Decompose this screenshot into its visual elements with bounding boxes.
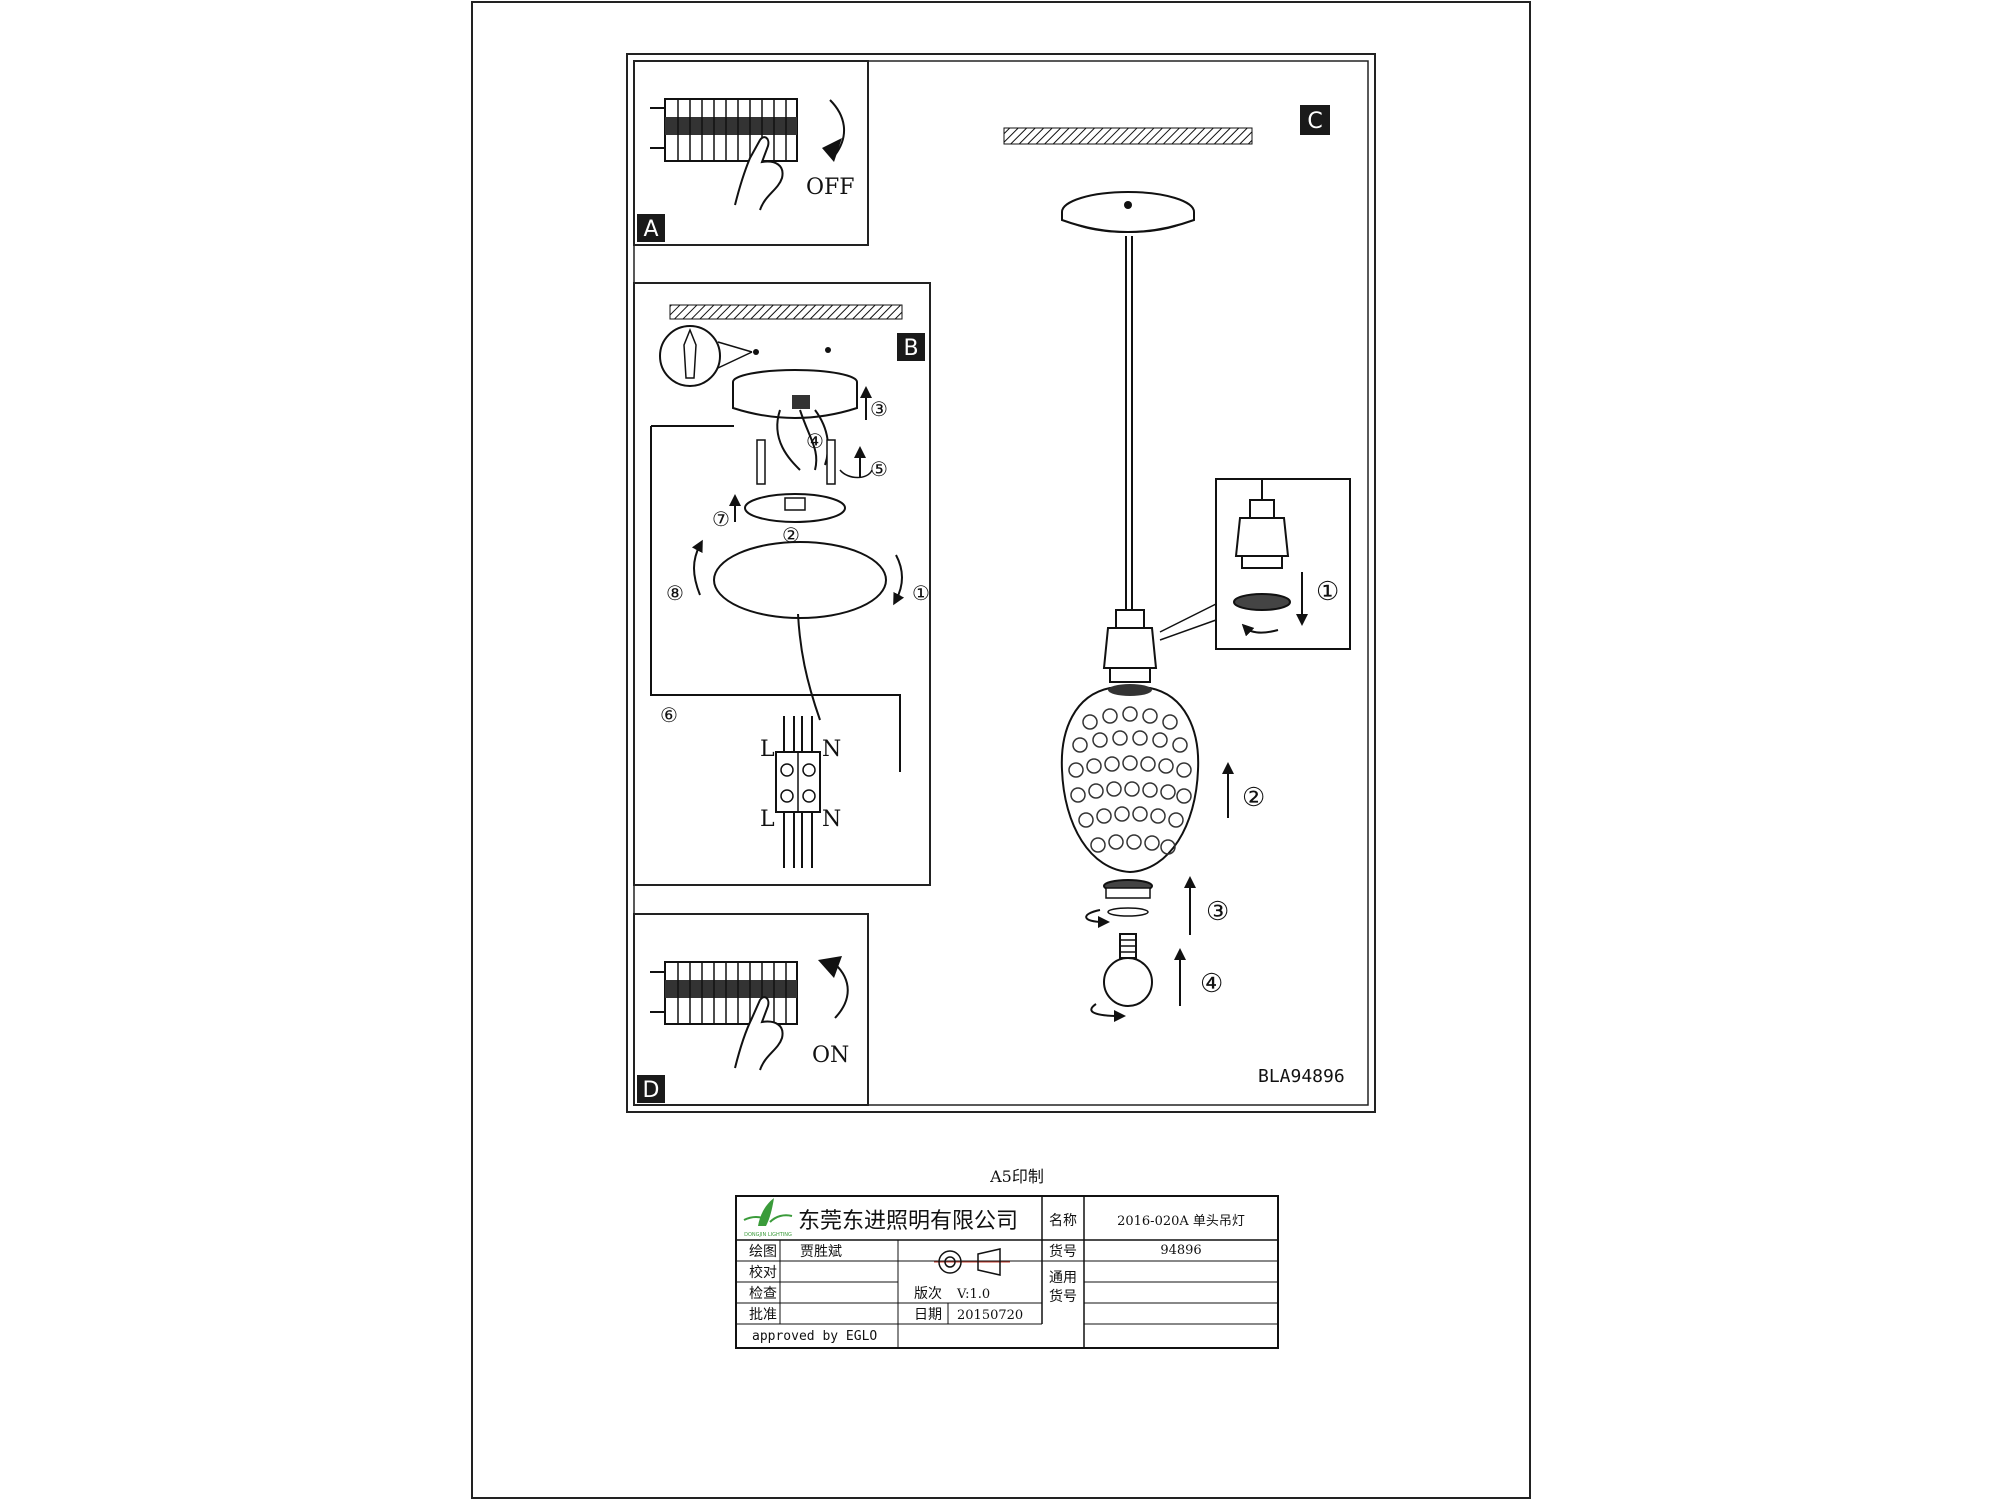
crystal-shade	[1060, 684, 1200, 874]
panel-c: C ①	[1003, 105, 1351, 1087]
screw-icon	[756, 439, 836, 485]
model-code: BLA94896	[1258, 1066, 1345, 1087]
step-label-b6: ⑥	[660, 703, 678, 727]
version-label: 版次	[914, 1286, 942, 1302]
page-border	[471, 1, 1531, 1499]
instruction-frame	[626, 53, 1376, 1113]
hand-icon	[734, 136, 784, 211]
approve-label: 批准	[749, 1307, 777, 1323]
company-logo: DONGJIN LIGHTING	[743, 1198, 793, 1238]
panel-a-action: OFF	[806, 175, 855, 200]
terminal-bottom-n: N	[822, 807, 841, 832]
step-label-c4: ④	[1200, 969, 1223, 999]
item-label: 货号	[1049, 1243, 1077, 1260]
common-item-label-2: 货号	[1049, 1288, 1077, 1305]
panel-a-letter: A	[643, 217, 658, 242]
common-item-label-1: 通用	[1049, 1270, 1077, 1286]
terminal-top-n: N	[822, 737, 841, 762]
step-label-b3: ③	[870, 397, 888, 421]
pendant-canopy	[1061, 191, 1195, 233]
step-label-b5: ⑤	[870, 457, 888, 481]
ceiling-hatch	[669, 304, 903, 320]
ceiling-hatch	[1003, 127, 1253, 145]
panel-d-action: ON	[812, 1043, 849, 1068]
lamp-holder	[1102, 609, 1158, 683]
terminal-bottom-l: L	[760, 807, 775, 832]
step-label-b1: ①	[912, 581, 930, 605]
panel-d: ON D	[633, 913, 869, 1106]
lamp-holder-detail	[1233, 480, 1291, 637]
breaker-panel-icon	[650, 961, 798, 1025]
title-block: DONGJIN LIGHTING 东莞东进照明有限公司 名称 2016-020A…	[735, 1195, 1279, 1349]
panel-d-letter: D	[643, 1078, 660, 1103]
step-label-b8: ⑧	[666, 581, 684, 605]
step-label-b2: ②	[782, 523, 800, 547]
hand-icon	[734, 996, 784, 1071]
mounting-bracket	[744, 493, 846, 523]
step-label-b7: ⑦	[712, 507, 730, 531]
item-value: 94896	[1160, 1243, 1201, 1258]
print-note: A5印制	[989, 1167, 1044, 1186]
step-label-c1: ①	[1316, 577, 1339, 607]
drawer-value: 贾胜斌	[800, 1244, 842, 1260]
off-arrow-icon	[829, 99, 846, 156]
approved-by: approved by EGLO	[752, 1329, 877, 1344]
projection-symbol-icon	[934, 1248, 1010, 1276]
step-label-c2: ②	[1242, 783, 1265, 813]
breaker-panel-icon	[650, 98, 798, 162]
date-value: 20150720	[957, 1308, 1023, 1323]
name-label: 名称	[1049, 1213, 1077, 1229]
ceiling-canopy	[732, 369, 858, 419]
step-label-b4: ④	[806, 429, 824, 453]
on-arrow-icon	[834, 963, 849, 1019]
panel-b: B ③ ④ ⑤ ⑦ ②	[633, 282, 931, 886]
panel-c-letter: C	[1307, 109, 1322, 134]
terminal-top-l: L	[760, 737, 775, 762]
date-label: 日期	[914, 1307, 942, 1323]
version-value: V:1.0	[956, 1287, 990, 1302]
name-value: 2016-020A 单头吊灯	[1117, 1214, 1245, 1229]
panel-b-letter: B	[903, 336, 918, 361]
drawer-label: 绘图	[749, 1244, 777, 1260]
canopy-cover	[713, 541, 887, 619]
wall-plug-icon	[659, 325, 753, 387]
step-label-c3: ③	[1206, 897, 1229, 927]
proof-label: 校对	[749, 1264, 777, 1281]
light-bulb-icon	[1103, 933, 1153, 1007]
company-name: 东莞东进照明有限公司	[798, 1209, 1018, 1234]
logo-text: DONGJIN LIGHTING	[744, 1232, 792, 1238]
check-label: 检查	[749, 1286, 777, 1302]
panel-a: OFF A	[633, 60, 869, 246]
terminal-block	[775, 716, 821, 868]
fixing-ring	[1103, 879, 1153, 917]
power-cord	[797, 613, 821, 721]
